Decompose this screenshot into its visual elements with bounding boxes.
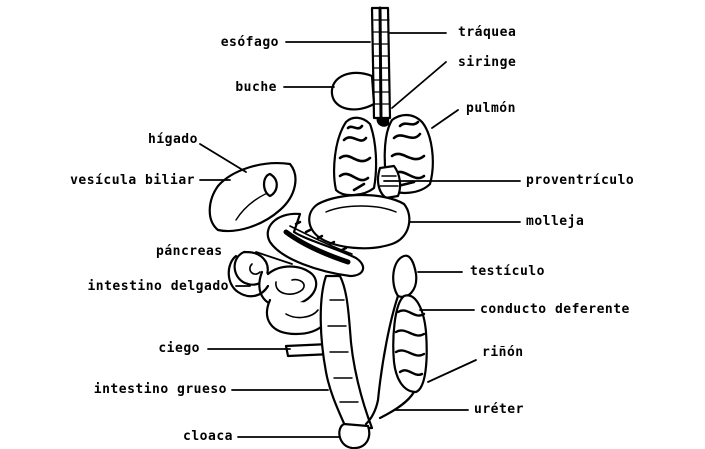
label-pancreas: páncreas <box>156 244 223 260</box>
ureter-shape <box>380 392 414 418</box>
label-gizzard: molleja <box>526 214 584 230</box>
label-crop: buche <box>235 80 277 96</box>
label-lung: pulmón <box>466 101 516 117</box>
label-cecum: ciego <box>158 341 200 357</box>
label-large-intestine: intestino grueso <box>94 382 227 398</box>
label-testis: testículo <box>470 264 545 280</box>
label-gall-bladder: vesícula biliar <box>70 173 195 189</box>
label-liver: hígado <box>148 132 198 148</box>
label-proventriculus: proventrículo <box>526 173 634 189</box>
label-ureter: uréter <box>474 402 524 418</box>
gizzard-shape <box>309 195 409 248</box>
proventriculus-shape <box>378 166 400 198</box>
label-vas-deferens: conducto deferente <box>480 302 630 318</box>
testis-shape <box>393 256 416 297</box>
label-kidney: riñón <box>482 345 524 361</box>
label-esophagus: esófago <box>221 35 279 51</box>
gall-bladder-shape <box>264 174 277 196</box>
label-syrinx: siringe <box>458 55 516 71</box>
label-cloaca: cloaca <box>183 429 233 445</box>
crop-shape <box>332 73 374 110</box>
label-trachea: tráquea <box>458 25 516 41</box>
syrinx-shape <box>378 118 388 126</box>
cloaca-shape <box>339 424 369 448</box>
label-small-intestine: intestino delgado <box>87 279 229 295</box>
